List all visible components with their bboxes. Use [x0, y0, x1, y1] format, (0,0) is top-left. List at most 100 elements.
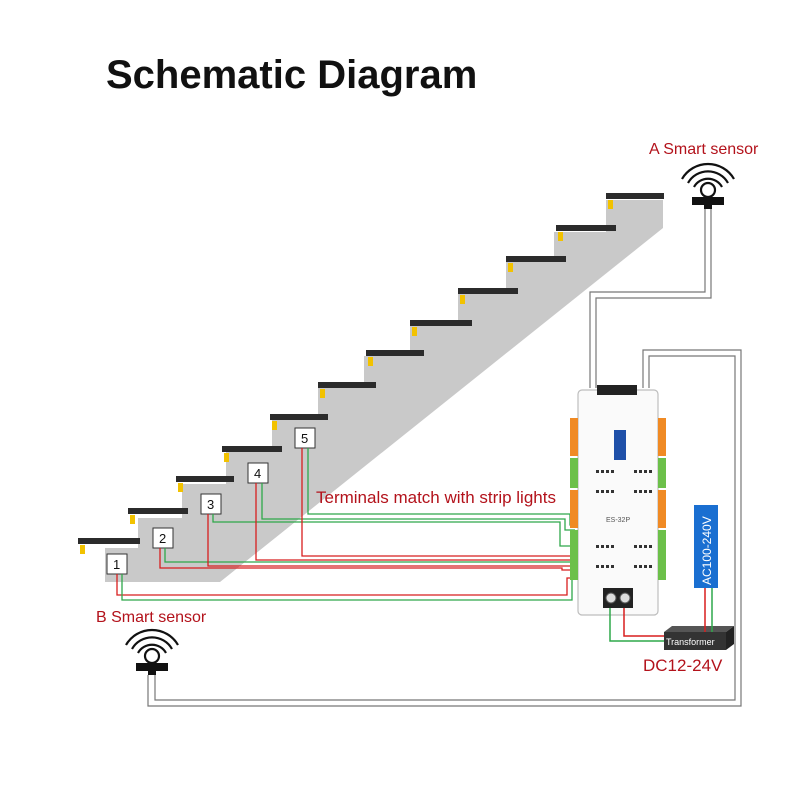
controller-model: ES-32P: [606, 517, 630, 524]
chip-pin: [611, 545, 614, 548]
step-tread: [222, 446, 282, 452]
chip-pin: [639, 470, 642, 473]
step-tread: [176, 476, 234, 482]
staircase: [105, 200, 663, 582]
ac-power-label: AC100-240V: [700, 516, 714, 585]
step-box-2: [152, 527, 174, 549]
step-tread: [128, 508, 188, 514]
step-box-4: [247, 462, 269, 484]
wifi-icon: [125, 628, 179, 654]
chip-pin: [596, 490, 599, 493]
wire-4-red: [255, 483, 575, 561]
chip-pin: [644, 470, 647, 473]
step-tread: [78, 538, 140, 544]
wire-5-red: [301, 448, 575, 557]
sensor-a-wire: [589, 209, 706, 388]
chip-pin: [601, 490, 604, 493]
chip-pin: [649, 470, 652, 473]
step-light: [224, 453, 229, 462]
chip-pin: [596, 565, 599, 568]
chip-pin: [611, 470, 614, 473]
transformer-label: Transformer: [666, 637, 715, 647]
step-tread: [318, 382, 376, 388]
chip-pin: [611, 490, 614, 493]
step-number-1: 1: [113, 557, 120, 572]
step-box-5: [294, 427, 316, 449]
chip-pin: [644, 565, 647, 568]
step-treads: [78, 193, 664, 554]
step-light: [460, 295, 465, 304]
wire-2-green: [164, 548, 575, 563]
chip-pin: [639, 545, 642, 548]
controller-top-connector: [597, 385, 637, 395]
ac-power-source: AC100-240V: [694, 505, 718, 588]
chip-pin: [634, 490, 637, 493]
terminal-block-right-1: [658, 418, 666, 456]
step-number-labels: 1 2 3 4 5: [106, 427, 316, 575]
controller-display: [614, 430, 626, 460]
step-tread: [506, 256, 566, 262]
chip-pin: [644, 490, 647, 493]
step-tread: [366, 350, 424, 356]
sensor-a-wire-2: [595, 209, 712, 388]
dc-voltage-label: DC12-24V: [643, 656, 723, 675]
transformer-body: [664, 632, 726, 650]
controller-body: [577, 389, 659, 616]
step-box-3: [200, 493, 222, 515]
step-light: [508, 263, 513, 272]
chip-pin: [649, 565, 652, 568]
step-number-4: 4: [254, 466, 261, 481]
chip-pin: [606, 545, 609, 548]
chip-pin: [649, 490, 652, 493]
chip-pin: [634, 470, 637, 473]
step-number-2: 2: [159, 531, 166, 546]
controller: ES-32P: [570, 385, 666, 616]
wire-4-green: [261, 483, 575, 531]
step-light: [130, 515, 135, 524]
chip-pin: [634, 545, 637, 548]
wire-1-red: [116, 574, 575, 596]
wifi-icon: [681, 162, 735, 188]
step-light: [368, 357, 373, 366]
step-tread: [556, 225, 616, 231]
terminal-block-right-3: [658, 490, 666, 528]
step-tread: [270, 414, 328, 420]
step-light: [412, 327, 417, 336]
chip-pin: [639, 490, 642, 493]
chip-pin: [611, 565, 614, 568]
terminal-block-left-2: [570, 458, 578, 488]
sensor-b: B Smart sensor: [96, 609, 207, 675]
terminal-block-right-4: [658, 530, 666, 580]
terminals-label: Terminals match with strip lights: [316, 488, 556, 507]
step-light: [558, 232, 563, 241]
step-number-5: 5: [301, 431, 308, 446]
step-light: [178, 483, 183, 492]
terminal-block-left-4: [570, 530, 578, 580]
step-light: [608, 200, 613, 209]
sensor-a-label: A Smart sensor: [649, 141, 759, 158]
sensor-b-wire-2: [154, 355, 736, 701]
step-light: [272, 421, 277, 430]
sensor-b-head: [143, 647, 161, 665]
chip-pin: [606, 490, 609, 493]
diagram-title: Schematic Diagram: [106, 53, 477, 97]
sensor-b-wire: [147, 349, 742, 707]
sensor-a: A Smart sensor: [649, 141, 759, 209]
sensor-a-head: [699, 181, 717, 199]
wire-3-red: [207, 514, 575, 567]
controller-chip-rows: [596, 470, 652, 568]
chip-pin: [596, 545, 599, 548]
terminal-block-left-1: [570, 418, 578, 456]
chip-pin: [601, 565, 604, 568]
sensor-b-base: [136, 663, 168, 671]
wire-3-green: [212, 514, 575, 547]
step-tread: [458, 288, 518, 294]
chip-pin: [601, 545, 604, 548]
chip-pin: [649, 545, 652, 548]
wire-2-red: [159, 548, 575, 571]
step-tread: [606, 193, 664, 199]
step-tread: [410, 320, 472, 326]
transformer: Transformer: [664, 626, 734, 650]
dc-wire-green: [609, 608, 664, 642]
